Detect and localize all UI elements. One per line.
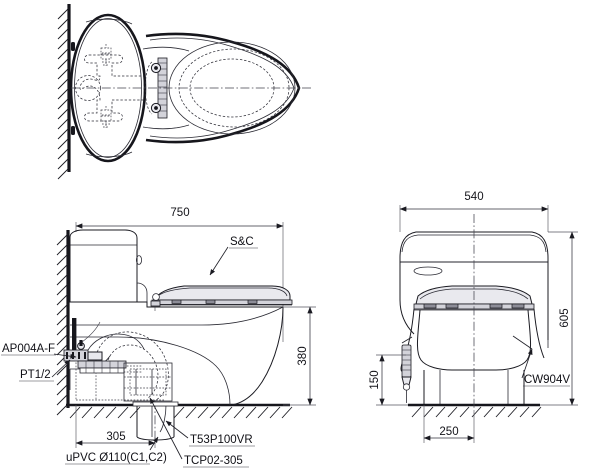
dim-base-width: 250 (423, 405, 475, 443)
side-view-floor (66, 403, 293, 419)
top-view (57, 4, 312, 180)
label-connector: TCP02-305 (184, 455, 243, 467)
side-view-wall (56, 230, 70, 416)
leader-connector (149, 397, 183, 460)
dim-rough-in: 305 (75, 405, 156, 448)
side-wall-hatching (56, 233, 69, 416)
label-drain-pipe: uPVC Ø110(C1,C2) (66, 452, 167, 464)
dim-540-label: 540 (464, 191, 483, 203)
dim-overall-width: 540 (399, 191, 549, 232)
dim-305-label: 305 (106, 431, 125, 443)
leader-flange (165, 420, 189, 439)
label-angle-valve: AP004A-F (2, 343, 55, 355)
dim-605-label: 605 (559, 308, 571, 327)
side-view-bowl (69, 301, 284, 406)
front-view-floor (408, 403, 542, 418)
label-model: CW904V (524, 374, 570, 386)
label-thread: PT1/2 (20, 369, 51, 381)
top-view-wall (57, 4, 71, 180)
front-floor-hatching (411, 406, 542, 418)
wall-hatching (57, 7, 70, 180)
front-view: 540 (369, 191, 578, 443)
dim-250-label: 250 (439, 426, 458, 438)
dim-overall-height: 605 (540, 231, 578, 406)
side-view-tank (69, 229, 148, 303)
dim-overall-length: 750 (75, 207, 284, 342)
leader-model (512, 335, 533, 379)
label-flange: T53P100VR (190, 434, 253, 446)
tank-valve-symbol-2 (100, 106, 112, 128)
dim-seat-height: 380 (283, 306, 316, 406)
side-view-seat-cover (150, 285, 293, 311)
front-view-supply (401, 336, 413, 403)
leader-thread (51, 359, 71, 378)
side-view-supply (63, 318, 103, 362)
dim-750-label: 750 (170, 207, 189, 219)
tank-internals (75, 44, 144, 128)
front-view-bowl (400, 308, 545, 405)
dim-valve-height: 150 (369, 354, 408, 406)
label-seat-cover: S&C (230, 236, 254, 248)
side-view-connector (123, 362, 173, 402)
side-view: 750 (1, 207, 316, 468)
leader-drain-pipe (149, 436, 159, 451)
dim-380-label: 380 (297, 346, 309, 365)
leader-seat-cover (209, 246, 229, 276)
leader-angle-valve (53, 353, 77, 359)
dim-150-label: 150 (369, 370, 381, 389)
side-view-outlet-gasket (77, 360, 127, 374)
side-floor-hatching (69, 406, 293, 419)
tank-valve-symbol (100, 44, 112, 66)
